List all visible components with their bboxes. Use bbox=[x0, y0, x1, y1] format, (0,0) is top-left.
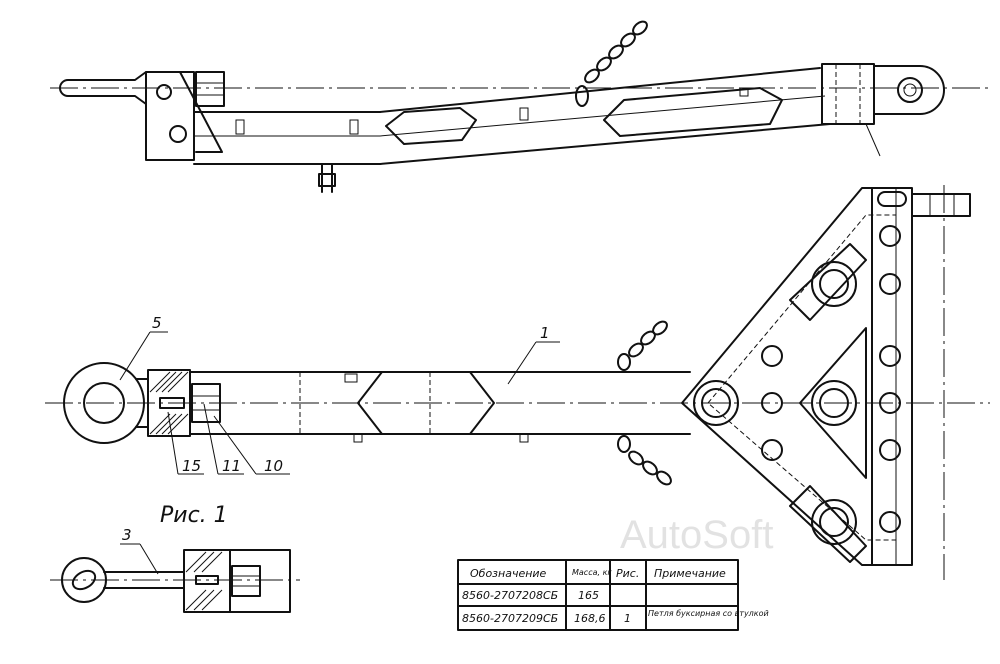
callout-10: 10 bbox=[264, 457, 283, 475]
side-view bbox=[50, 20, 990, 193]
hatch-detail bbox=[185, 551, 223, 611]
row1-designation: 8560-2707208СБ bbox=[462, 589, 558, 602]
spec-table: Обозначение Масса, кг Рис. Примечание 85… bbox=[457, 559, 769, 631]
row1-mass: 165 bbox=[578, 589, 599, 602]
row2-figure: 1 bbox=[624, 612, 631, 625]
row2-mass: 168,6 bbox=[574, 612, 606, 625]
row2-note: Петля буксирная со втулкой bbox=[648, 609, 769, 618]
header-figure: Рис. bbox=[616, 567, 639, 580]
detail-view bbox=[50, 543, 300, 613]
callout-1: 1 bbox=[540, 324, 550, 342]
header-mass: Масса, кг bbox=[572, 568, 612, 577]
header-note: Примечание bbox=[654, 567, 726, 580]
row2-designation: 8560-2707209СБ bbox=[462, 612, 558, 625]
plan-view bbox=[45, 185, 990, 580]
callout-15: 15 bbox=[182, 457, 201, 475]
hatch-15 bbox=[149, 371, 189, 435]
callout-3: 3 bbox=[122, 526, 132, 544]
watermark: AutoSoft bbox=[620, 513, 773, 557]
callout-5: 5 bbox=[152, 314, 162, 332]
callout-11: 11 bbox=[222, 457, 241, 475]
header-designation: Обозначение bbox=[470, 567, 547, 580]
figure-caption: Рис. 1 bbox=[160, 503, 228, 528]
